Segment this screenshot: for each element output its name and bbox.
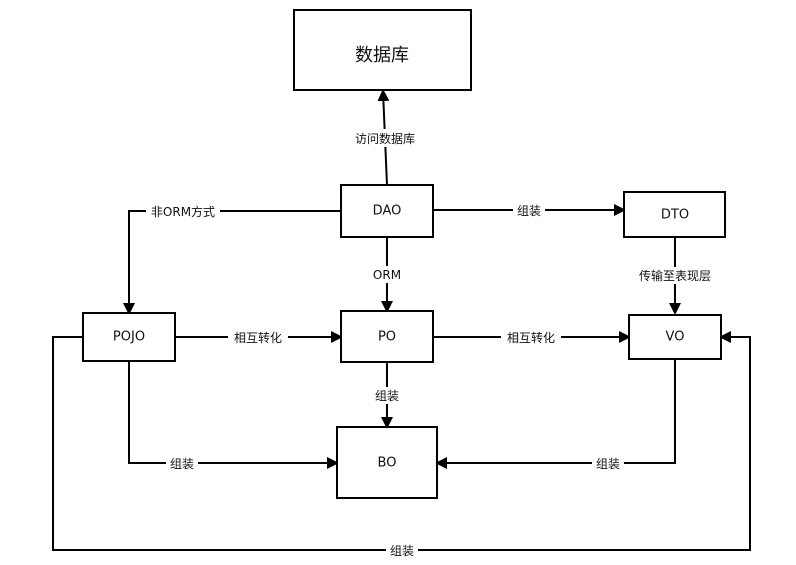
node-dao: DAO — [340, 184, 434, 238]
label-bg-dao-to-po — [367, 266, 407, 283]
label-po-vo: 相互转化 — [507, 330, 555, 345]
edge-dao-to-pojo — [123, 210, 341, 315]
node-po-box — [340, 310, 434, 363]
node-vo-box — [628, 314, 722, 360]
node-database-label: 数据库 — [355, 45, 409, 66]
label-bg-dto-to-vo — [633, 267, 717, 284]
node-vo: VO — [628, 314, 722, 360]
node-pojo-label: POJO — [113, 330, 145, 345]
label-vo-bo: 组装 — [596, 457, 620, 471]
label-dao-to-database: 访问数据库 — [355, 131, 415, 146]
node-pojo: POJO — [82, 312, 176, 362]
node-po: PO — [340, 310, 434, 363]
edge-labels: 访问数据库 非ORM方式 组装 ORM 传输至表现层 相互转化 相互转化 组装 … — [146, 129, 717, 559]
label-bg-vo-bo — [592, 455, 624, 472]
label-dao-to-dto: 组装 — [517, 204, 541, 218]
node-dto: DTO — [623, 191, 726, 238]
node-bo-box — [336, 426, 438, 499]
label-pojo-po: 相互转化 — [234, 330, 282, 345]
label-bg-dao-to-database — [350, 129, 420, 147]
label-bg-dao-to-dto — [513, 202, 545, 219]
node-dao-box — [340, 184, 434, 238]
node-dto-label: DTO — [661, 208, 689, 223]
label-bg-pojo-bo — [166, 455, 198, 472]
label-dao-to-pojo: 非ORM方式 — [151, 204, 215, 219]
label-bg-po-vo — [501, 329, 561, 346]
label-dao-to-po: ORM — [373, 268, 401, 282]
label-bg-po-to-bo — [371, 387, 403, 404]
node-bo-label: BO — [378, 456, 397, 471]
label-bg-dao-to-pojo — [146, 203, 220, 220]
node-database: 数据库 — [293, 9, 472, 91]
edge-vo-bo — [435, 349, 681, 469]
node-vo-label: VO — [666, 330, 685, 345]
label-po-to-bo: 组装 — [375, 389, 399, 403]
label-pojo-bo: 组装 — [170, 457, 194, 471]
node-dto-box — [623, 191, 726, 238]
node-po-label: PO — [378, 330, 396, 345]
label-bg-pojo-po — [228, 329, 288, 346]
node-dao-label: DAO — [373, 204, 402, 219]
edge-pojo-bo — [123, 351, 339, 469]
label-bg-pojo-vo-bottom — [386, 542, 418, 559]
label-pojo-vo-bottom: 组装 — [390, 544, 414, 558]
node-pojo-box — [82, 312, 176, 362]
node-bo: BO — [336, 426, 438, 499]
label-dto-to-vo: 传输至表现层 — [639, 268, 711, 283]
node-database-box — [293, 9, 472, 91]
